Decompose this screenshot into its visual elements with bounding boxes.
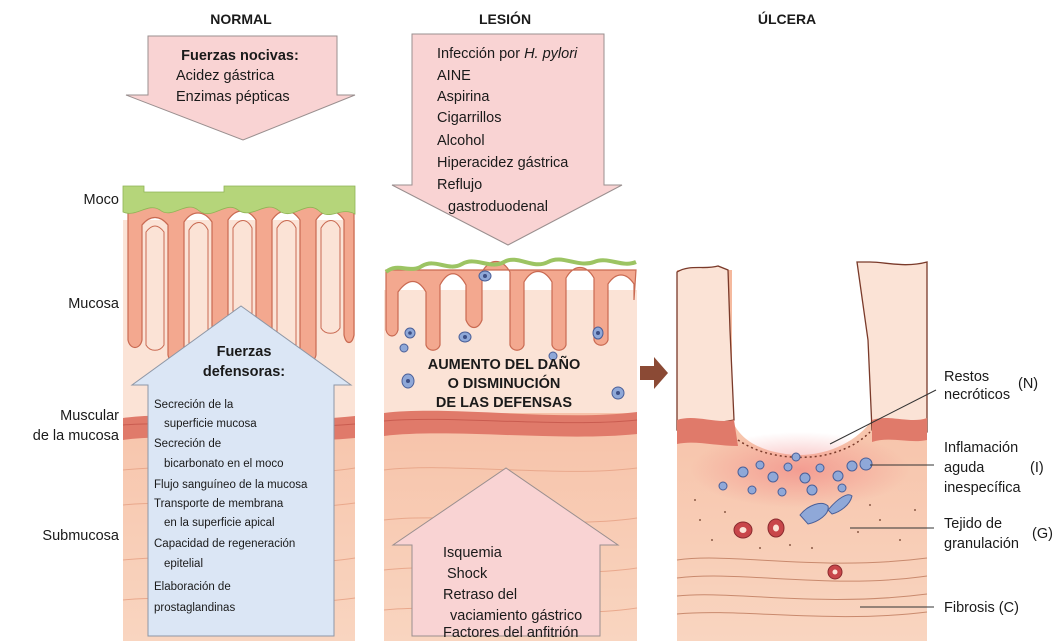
defensive-item: Secreción de <box>154 438 221 450</box>
defensive-item: Flujo sanguíneo de la mucosa <box>154 479 308 491</box>
noxious-item: Acidez gástrica <box>176 68 275 84</box>
injury-factor: Cigarrillos <box>437 110 501 126</box>
defensive-item: Transporte de membrana <box>154 498 284 510</box>
defensive-item: prostaglandinas <box>154 602 235 614</box>
label-submucosa: Submucosa <box>42 528 120 544</box>
host-factor: Factores del anfitrión <box>443 625 578 641</box>
label-necrotic-1: Restos <box>944 369 989 385</box>
label-mucus: Moco <box>84 192 119 208</box>
injury-factor: Alcohol <box>437 133 485 149</box>
label-muscularis-1: Muscular <box>60 408 119 424</box>
host-factor: vaciamiento gástrico <box>450 608 582 624</box>
label-inflam-1: Inflamación <box>944 440 1018 456</box>
central-caption-line: AUMENTO DEL DAÑO <box>428 355 581 373</box>
noxious-item: Enzimas pépticas <box>176 89 290 105</box>
central-caption-line: O DISMINUCIÓN <box>448 374 561 392</box>
host-factor: Retraso del <box>443 587 517 603</box>
label-gran-2: granulación <box>944 536 1019 552</box>
ulcer-labels: Restos necróticos (N) Inflamación aguda … <box>944 369 1053 616</box>
label-gran-1: Tejido de <box>944 516 1002 532</box>
defensive-title-1: Fuerzas <box>217 344 272 360</box>
label-inflam-2: aguda <box>944 460 985 476</box>
defensive-item: bicarbonato en el moco <box>164 458 284 470</box>
central-caption-line: DE LAS DEFENSAS <box>436 395 572 411</box>
progression-arrow <box>640 357 668 389</box>
defensive-item: superficie mucosa <box>164 418 257 430</box>
defensive-item: en la superficie apical <box>164 517 275 529</box>
injury-factor: Hiperacidez gástrica <box>437 155 569 171</box>
label-necrotic-2: necróticos <box>944 387 1010 403</box>
header-normal: NORMAL <box>210 11 272 27</box>
label-fibrosis: Fibrosis (C) <box>944 600 1019 616</box>
label-inflam-3: inespecífica <box>944 480 1022 496</box>
label-inflam-code: (I) <box>1030 460 1044 476</box>
injury-factor: AINE <box>437 68 471 84</box>
noxious-title: Fuerzas nocivas: <box>181 48 299 64</box>
label-muscularis-2: de la mucosa <box>33 428 120 444</box>
defensive-item: Elaboración de <box>154 581 231 593</box>
defensive-item: epitelial <box>164 558 203 570</box>
host-factor: Isquemia <box>443 545 503 561</box>
label-necrotic-code: (N) <box>1018 376 1038 392</box>
injury-factor: Aspirina <box>437 89 490 105</box>
label-mucosa: Mucosa <box>68 296 120 312</box>
label-gran-code: (G) <box>1032 526 1053 542</box>
injury-factor: Reflujo <box>437 177 482 193</box>
central-caption: AUMENTO DEL DAÑO O DISMINUCIÓN DE LAS DE… <box>428 355 581 411</box>
defensive-item: Secreción de la <box>154 399 234 411</box>
header-lesion: LESIÓN <box>479 10 531 27</box>
injury-factor-hpylori: Infección por H. pylori <box>437 46 578 62</box>
injury-factors-arrow: Infección por H. pylori AINE Aspirina Ci… <box>392 34 622 245</box>
host-factor: Shock <box>447 566 488 582</box>
defensive-item: Capacidad de regeneración <box>154 538 295 550</box>
noxious-forces-arrow: Fuerzas nocivas: Acidez gástrica Enzimas… <box>126 36 355 140</box>
injury-factor: gastroduodenal <box>448 199 548 215</box>
header-ulcer: ÚLCERA <box>758 10 816 27</box>
ulcer-tissue <box>677 262 936 641</box>
defensive-title-2: defensoras: <box>203 364 285 380</box>
